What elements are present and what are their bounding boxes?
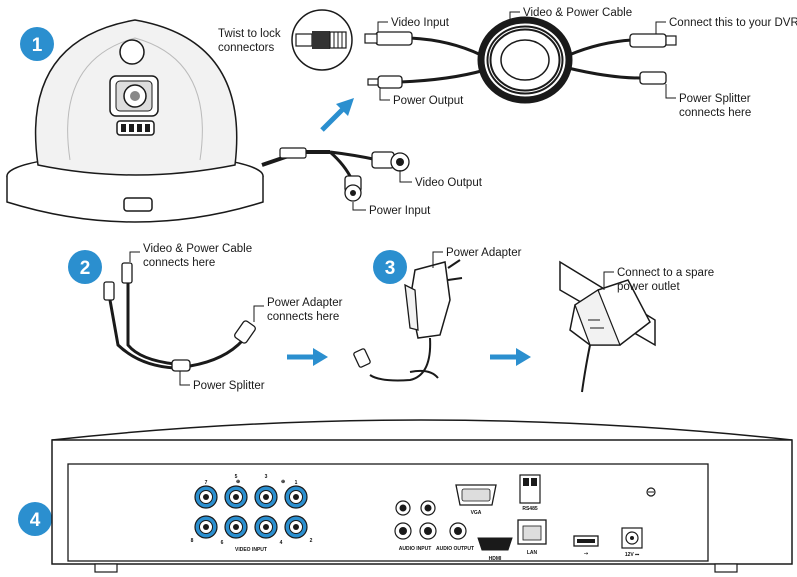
step-4-number: 4 — [30, 510, 41, 531]
step-2-badge: 2 — [68, 250, 102, 284]
bnc-port — [254, 485, 278, 509]
step-4-badge: 4 — [18, 502, 52, 536]
step-3-badge: 3 — [373, 250, 407, 284]
video-input-label: Video Input — [391, 17, 450, 29]
dvr-recorder — [51, 419, 793, 573]
outlet-label-2: power outlet — [617, 281, 680, 293]
vga-port: VGA — [455, 484, 497, 516]
bnc-port — [194, 485, 218, 509]
bnc-port — [194, 515, 218, 539]
power-outlet — [559, 260, 656, 393]
arrow-right-icon — [287, 348, 328, 366]
rs485-port: RS485 — [519, 474, 541, 512]
ground-icon: ⊕ — [236, 479, 240, 485]
step-1-badge: 1 — [20, 27, 54, 61]
port-number: 6 — [221, 540, 224, 546]
twist-lock-inset — [291, 9, 353, 71]
power-port-label: 12V ⎓ — [625, 552, 639, 558]
hdmi-label: HDMI — [489, 556, 502, 562]
splitter-label-1: Power Splitter — [679, 93, 751, 105]
step2-adapter-label-2: connects here — [267, 311, 339, 323]
twist-label-2: connectors — [218, 42, 275, 54]
bnc-port — [224, 485, 248, 509]
audio-output-label: AUDIO OUTPUT — [436, 546, 474, 552]
bnc-port — [254, 515, 278, 539]
step2-cable-label-1: Video & Power Cable — [143, 243, 252, 255]
port-number: 4 — [280, 540, 283, 546]
step-2-number: 2 — [80, 258, 91, 279]
step2-splitter-label: Power Splitter — [193, 380, 265, 392]
power-splitter — [103, 262, 256, 372]
step-1-number: 1 — [32, 35, 43, 56]
video-input-ports: ⊕ ⊕ 7 5 3 1 8 6 4 2 VIDEO INPUT — [191, 474, 313, 553]
port-number: 8 — [191, 538, 194, 544]
step-2: 2 Video & Power Cable connects here Powe… — [68, 243, 343, 392]
step-3-number: 3 — [385, 258, 396, 279]
power-adapter — [353, 259, 463, 382]
rs485-label: RS485 — [522, 506, 538, 512]
vga-label: VGA — [471, 510, 482, 516]
audio-input-label: AUDIO INPUT — [399, 546, 432, 552]
outlet-label-1: Connect to a spare — [617, 267, 714, 279]
splitter-label-2: connects here — [679, 107, 751, 119]
dvr-connect-label: Connect this to your DVR — [669, 17, 797, 29]
port-number: 2 — [310, 538, 313, 544]
dome-camera — [6, 19, 410, 223]
port-number: 7 — [205, 480, 208, 486]
twist-label-1: Twist to lock — [218, 28, 281, 40]
step-4: 4 ⊕ ⊕ 7 5 3 1 8 6 4 2 VIDEO INPUT — [18, 419, 793, 573]
power-input-label: Power Input — [369, 205, 431, 217]
video-output-label: Video Output — [415, 177, 483, 189]
audio-ports: AUDIO INPUT AUDIO OUTPUT — [394, 500, 474, 552]
bnc-port — [284, 515, 308, 539]
lan-label: LAN — [527, 550, 538, 556]
arrow-up-right-icon — [320, 98, 354, 132]
usb-port: ⇢ — [573, 535, 599, 557]
cable-label: Video & Power Cable — [523, 7, 632, 19]
port-number: 3 — [265, 474, 268, 480]
video-input-port-label: VIDEO INPUT — [235, 547, 267, 553]
bnc-port — [284, 485, 308, 509]
arrow-right-icon — [490, 348, 531, 366]
video-power-cable — [364, 16, 677, 104]
port-number: 5 — [235, 474, 238, 480]
step3-adapter-label: Power Adapter — [446, 247, 522, 259]
hdmi-port: HDMI — [477, 537, 513, 562]
step-1: 1 — [6, 7, 797, 223]
bnc-port — [224, 515, 248, 539]
ground-icon: ⊕ — [281, 479, 285, 485]
step2-cable-label-2: connects here — [143, 257, 215, 269]
usb-icon: ⇢ — [584, 551, 589, 557]
step-3: 3 Power Adapter Connect to a spar — [353, 247, 714, 393]
power-port: 12V ⎓ — [621, 527, 643, 558]
port-number: 1 — [295, 480, 298, 486]
lan-port: LAN — [517, 519, 547, 556]
power-output-label: Power Output — [393, 95, 464, 107]
step2-adapter-label-1: Power Adapter — [267, 297, 343, 309]
